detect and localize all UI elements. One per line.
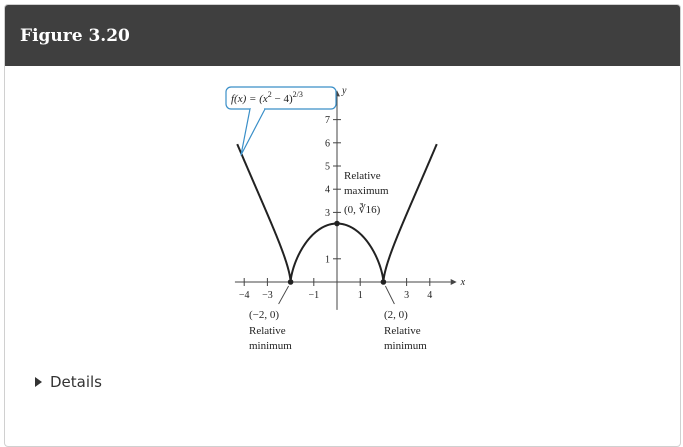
point-marker <box>287 279 294 285</box>
figure-area: x y −4 −3 −1 1 3 4 1 3 4 5 6 7 (−2, 0) Relative minim… <box>5 67 680 367</box>
figure-card: Figure 3.20 x y −4 −3 −1 1 3 4 1 3 4 5 6 7 (−2, 0) R… <box>4 4 681 447</box>
x-tick-label: −4 <box>239 290 250 301</box>
y-tick-label: 4 <box>325 185 330 196</box>
y-axis-label: y <box>341 85 347 96</box>
axis-ticks: −4 −3 −1 1 3 4 1 3 4 5 6 7 <box>239 115 432 301</box>
callout-pointer <box>240 108 266 156</box>
y-tick-label: 6 <box>325 138 330 149</box>
labeled-points: (−2, 0) Relative minimum (2, 0) Relative mini… <box>249 170 427 352</box>
x-axis-label: x <box>460 277 466 288</box>
leader-line <box>278 285 289 305</box>
figure-header: Figure 3.20 <box>5 5 680 66</box>
function-graph: x y −4 −3 −1 1 3 4 1 3 4 5 6 7 (−2, 0) Relative minim… <box>225 85 466 352</box>
point-marker <box>334 220 340 227</box>
point-description: minimum <box>384 340 427 352</box>
x-tick-label: 3 <box>404 290 409 301</box>
point-coord-label: (0, ∛16) <box>344 203 381 216</box>
point-description: maximum <box>344 185 389 197</box>
x-tick-label: 4 <box>427 290 432 301</box>
y-tick-label: 7 <box>325 115 330 126</box>
point-description: Relative <box>344 170 381 182</box>
details-toggle[interactable]: Details <box>35 373 102 391</box>
axes: x y <box>234 85 466 310</box>
triangle-right-icon <box>35 377 42 387</box>
x-tick-label: −3 <box>262 290 273 301</box>
details-label: Details <box>50 373 103 391</box>
point-description: minimum <box>249 340 292 352</box>
point-coord-label: (−2, 0) <box>249 309 279 321</box>
point-description: Relative <box>249 325 286 337</box>
y-tick-label: 5 <box>325 162 330 173</box>
x-tick-label: −1 <box>308 290 319 301</box>
y-tick-label: 1 <box>325 254 330 265</box>
callout-box <box>225 86 337 110</box>
function-callout: f(x) = (x2 − 4)2/3 <box>225 86 337 156</box>
figure-title: Figure 3.20 <box>20 25 130 46</box>
x-axis-arrow-icon <box>450 279 457 285</box>
point-description: Relative <box>384 325 421 337</box>
y-tick-label: 3 <box>325 208 330 219</box>
callout-text: f(x) = (x2 − 4)2/3 <box>231 90 303 105</box>
leader-line <box>384 285 395 305</box>
x-tick-label: 1 <box>358 290 363 301</box>
point-marker <box>380 279 387 285</box>
point-coord-label: (2, 0) <box>384 309 408 321</box>
